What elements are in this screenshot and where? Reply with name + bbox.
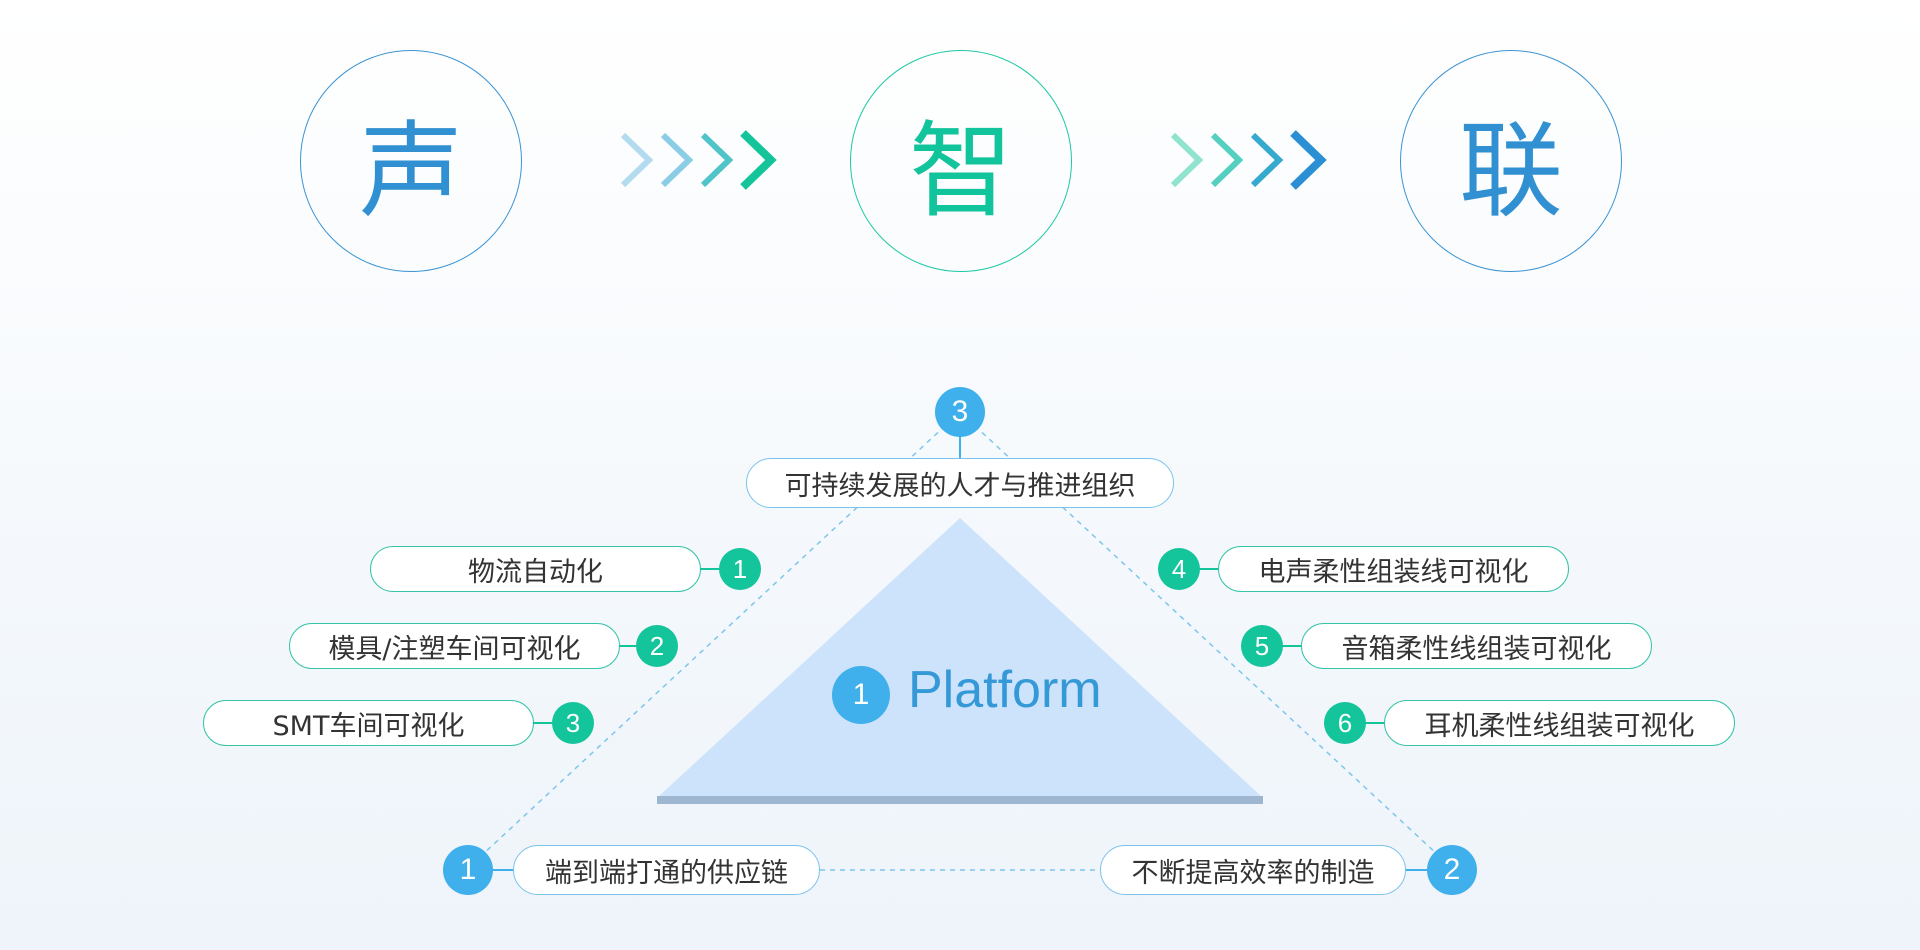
item-connector — [619, 645, 639, 647]
stage-circle-zhi: 智 — [850, 50, 1072, 272]
pillar-number-badge: 3 — [935, 387, 985, 437]
left-item-logistics: 物流自动化 — [370, 546, 701, 592]
right-item-speaker: 音箱柔性线组装可视化 — [1301, 623, 1652, 669]
platform-base — [657, 796, 1263, 804]
item-number-badge: 6 — [1324, 702, 1366, 744]
stage-circle-sheng: 声 — [300, 50, 522, 272]
chevron-arrows-icon — [620, 130, 777, 190]
item-connector — [1198, 568, 1220, 570]
left-item-smt: SMT车间可视化 — [203, 700, 534, 746]
stage-label: 智 — [908, 109, 1013, 232]
pillar-manufacturing-efficiency: 不断提高效率的制造 — [1100, 845, 1406, 895]
item-number-badge: 1 — [719, 548, 761, 590]
pillar-number-badge: 2 — [1427, 845, 1477, 895]
item-number-badge: 3 — [552, 702, 594, 744]
item-connector — [533, 722, 555, 724]
stage-circle-lian: 联 — [1400, 50, 1622, 272]
pillar-supply-chain: 端到端打通的供应链 — [513, 845, 820, 895]
chevron-arrows-icon — [1170, 130, 1327, 190]
item-connector — [1281, 645, 1303, 647]
platform-label: Platform — [908, 661, 1102, 719]
right-item-earphone: 耳机柔性线组装可视化 — [1384, 700, 1735, 746]
item-connector — [700, 568, 722, 570]
item-connector — [1364, 722, 1386, 724]
item-number-badge: 4 — [1158, 548, 1200, 590]
stage-label: 声 — [358, 109, 463, 232]
right-item-electroacoustic: 电声柔性组装线可视化 — [1218, 546, 1569, 592]
left-item-mold-injection: 模具/注塑车间可视化 — [289, 623, 620, 669]
stage-label: 联 — [1458, 109, 1563, 232]
platform-triangle — [657, 518, 1263, 798]
platform-number-badge: 1 — [832, 666, 890, 724]
pillar-number-badge: 1 — [443, 845, 493, 895]
item-number-badge: 2 — [636, 625, 678, 667]
item-number-badge: 5 — [1241, 625, 1283, 667]
pillar-talent-organization: 可持续发展的人才与推进组织 — [746, 458, 1174, 508]
